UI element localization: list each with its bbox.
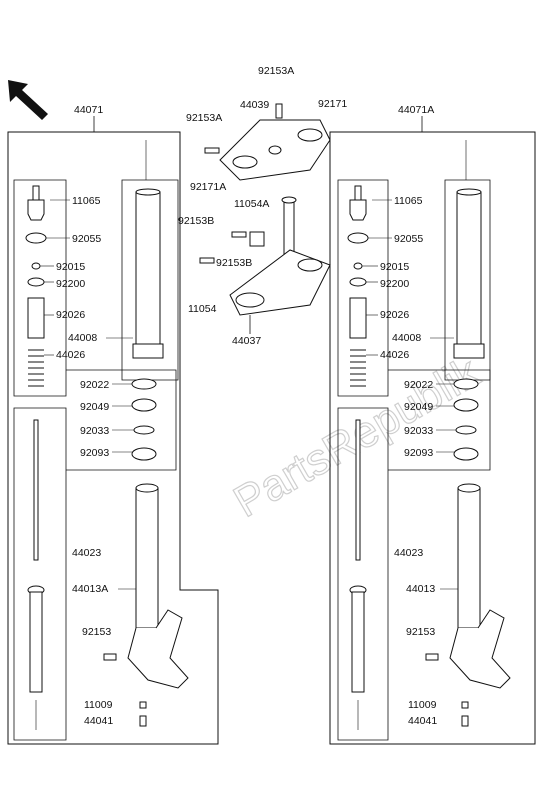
svg-text:44039: 44039 bbox=[240, 99, 269, 111]
svg-text:11054A: 11054A bbox=[234, 198, 269, 210]
svg-text:92093: 92093 bbox=[404, 447, 433, 459]
svg-text:11065: 11065 bbox=[394, 195, 423, 207]
svg-text:92171A: 92171A bbox=[190, 181, 226, 193]
clamp-labels: 92153A 44039 92171 92153A 92171A 11054A … bbox=[178, 65, 347, 347]
svg-text:44071A: 44071A bbox=[398, 104, 434, 116]
svg-text:92022: 92022 bbox=[404, 379, 433, 391]
svg-text:44037: 44037 bbox=[232, 335, 261, 347]
left-fork-parts bbox=[25, 185, 189, 727]
front-arrow-icon bbox=[8, 80, 48, 120]
svg-text:11054: 11054 bbox=[188, 303, 217, 315]
svg-text:92153: 92153 bbox=[406, 626, 435, 638]
right-fork-parts bbox=[347, 185, 511, 727]
svg-text:11009: 11009 bbox=[84, 699, 113, 711]
svg-text:44026: 44026 bbox=[380, 349, 409, 361]
svg-text:44013A: 44013A bbox=[72, 583, 108, 595]
svg-text:44008: 44008 bbox=[392, 332, 421, 344]
right-leg-boundary bbox=[329, 131, 536, 745]
svg-text:92153B: 92153B bbox=[178, 215, 214, 227]
svg-text:92049: 92049 bbox=[404, 401, 433, 413]
lower-triple-clamp bbox=[199, 196, 331, 316]
svg-text:92093: 92093 bbox=[80, 447, 109, 459]
left-leg-labels: 44071 11065 92055 92015 92200 92026 4400… bbox=[56, 104, 113, 727]
svg-text:92200: 92200 bbox=[380, 278, 409, 290]
svg-text:92033: 92033 bbox=[80, 425, 109, 437]
svg-text:44023: 44023 bbox=[394, 547, 423, 559]
svg-text:92055: 92055 bbox=[394, 233, 423, 245]
svg-text:92153: 92153 bbox=[82, 626, 111, 638]
svg-text:11065: 11065 bbox=[72, 195, 101, 207]
right-leg-labels: 44071A 11065 92055 92015 92200 92026 440… bbox=[380, 104, 437, 727]
svg-text:92033: 92033 bbox=[404, 425, 433, 437]
svg-text:92171: 92171 bbox=[318, 98, 347, 110]
svg-text:11009: 11009 bbox=[408, 699, 437, 711]
svg-text:92015: 92015 bbox=[56, 261, 85, 273]
svg-text:92026: 92026 bbox=[56, 309, 85, 321]
svg-text:44041: 44041 bbox=[408, 715, 437, 727]
svg-text:92153A: 92153A bbox=[186, 112, 222, 124]
svg-text:92153B: 92153B bbox=[216, 257, 252, 269]
svg-text:44013: 44013 bbox=[406, 583, 435, 595]
left-leg-boundary bbox=[7, 131, 219, 745]
svg-text:44071: 44071 bbox=[74, 104, 103, 116]
svg-text:44008: 44008 bbox=[68, 332, 97, 344]
svg-text:44041: 44041 bbox=[84, 715, 113, 727]
svg-text:92026: 92026 bbox=[380, 309, 409, 321]
svg-text:92049: 92049 bbox=[80, 401, 109, 413]
svg-text:44023: 44023 bbox=[72, 547, 101, 559]
leader-lines bbox=[40, 199, 458, 590]
svg-text:92200: 92200 bbox=[56, 278, 85, 290]
svg-text:92015: 92015 bbox=[380, 261, 409, 273]
svg-text:92055: 92055 bbox=[72, 233, 101, 245]
upper-triple-clamp bbox=[204, 103, 331, 181]
svg-text:92022: 92022 bbox=[80, 379, 109, 391]
svg-text:44026: 44026 bbox=[56, 349, 85, 361]
svg-text:92153A: 92153A bbox=[258, 65, 294, 77]
